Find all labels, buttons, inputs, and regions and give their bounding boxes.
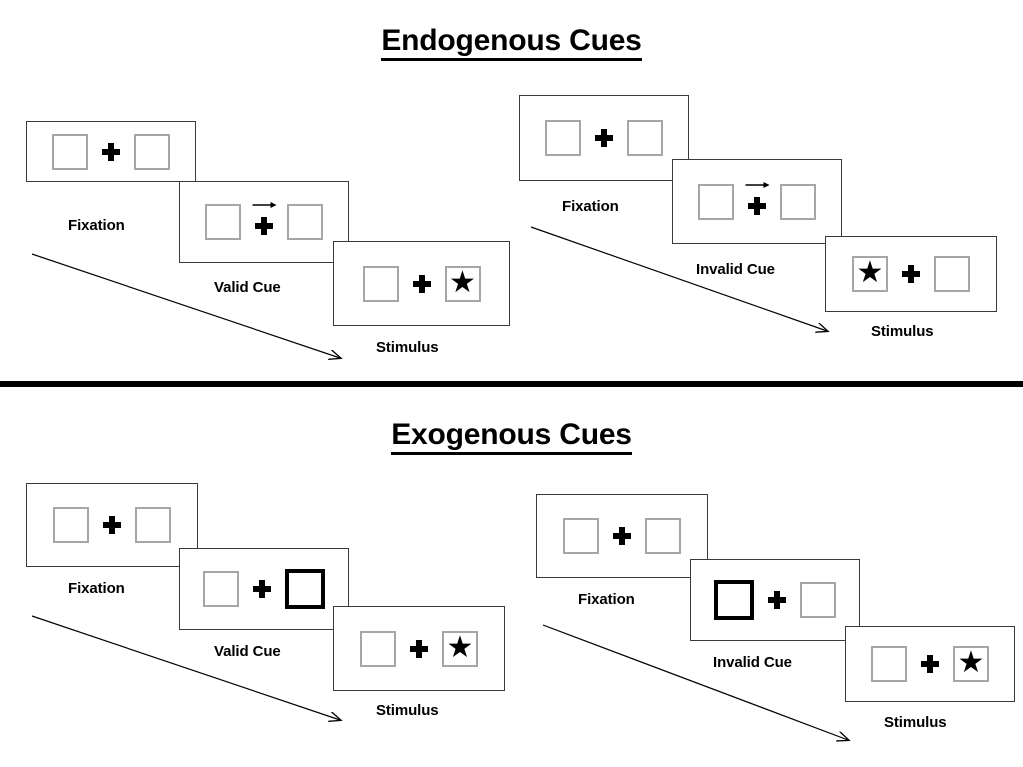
stimulus-box-right xyxy=(934,256,970,292)
frame-exogenous-invalid-stimulus[interactable]: ★ xyxy=(845,626,1015,702)
frame-endogenous-invalid-fixation[interactable] xyxy=(519,95,689,181)
frame-endogenous-invalid-cue[interactable] xyxy=(672,159,842,244)
frame-endogenous-invalid-stimulus[interactable]: ★ xyxy=(825,236,997,312)
fixation-cross-area xyxy=(89,503,135,547)
stimulus-box-left-cued xyxy=(714,580,754,620)
caption-endogenous-valid-fixation: Fixation xyxy=(68,217,125,234)
caption-endogenous-invalid-fixation: Fixation xyxy=(562,198,619,215)
section-title-endogenous: Endogenous Cues xyxy=(0,24,1023,61)
caption-endogenous-valid-stimulus: Stimulus xyxy=(376,339,439,356)
arrow-cue-right-icon xyxy=(745,181,771,191)
stimulus-box-left xyxy=(52,133,88,170)
fixation-cross-icon xyxy=(748,196,766,215)
fixation-cross-area xyxy=(396,627,442,671)
section-title-endogenous-text: Endogenous Cues xyxy=(381,24,642,61)
stimulus-box-left xyxy=(360,630,396,667)
stimulus-box-right-cued xyxy=(285,569,325,609)
stimulus-box-right: ★ xyxy=(444,265,481,302)
fixation-cross-icon xyxy=(595,129,613,147)
star-icon: ★ xyxy=(856,256,884,289)
stimulus-box-right xyxy=(780,183,816,220)
fixation-cross-icon xyxy=(255,217,273,235)
stimulus-box-left: ★ xyxy=(852,256,888,292)
star-icon: ★ xyxy=(449,265,476,299)
fixation-cross-icon xyxy=(410,639,428,658)
stimulus-box-right xyxy=(645,518,681,554)
fixation-cross-area xyxy=(239,567,285,611)
fixation-cross-icon xyxy=(902,265,920,283)
fixation-cross-area xyxy=(88,130,134,174)
stimulus-box-right xyxy=(134,133,170,170)
fixation-cross-icon xyxy=(412,274,431,293)
stimulus-box-left xyxy=(698,183,734,220)
stimulus-box-left xyxy=(362,265,399,302)
stimulus-box-right: ★ xyxy=(442,630,478,667)
stimulus-box-left xyxy=(563,518,599,554)
frame-exogenous-invalid-cue[interactable] xyxy=(690,559,860,641)
star-icon: ★ xyxy=(446,630,474,664)
star-icon: ★ xyxy=(957,646,985,679)
fixation-cross-area xyxy=(599,514,645,558)
stimulus-box-left xyxy=(53,507,89,543)
frame-exogenous-valid-fixation[interactable] xyxy=(26,483,198,567)
stimulus-box-left xyxy=(545,120,581,156)
stimulus-box-right xyxy=(287,204,323,240)
frame-endogenous-valid-fixation[interactable] xyxy=(26,121,196,182)
fixation-cross-icon xyxy=(103,516,121,534)
frame-endogenous-valid-stimulus[interactable]: ★ xyxy=(333,241,510,326)
fixation-cross-area xyxy=(581,116,627,160)
fixation-cross-icon xyxy=(102,142,120,161)
fixation-cross-area xyxy=(888,252,934,296)
caption-endogenous-invalid-stimulus: Stimulus xyxy=(871,323,934,340)
stimulus-box-left xyxy=(871,646,907,682)
arrow-cue-right-icon xyxy=(252,201,278,211)
stimulus-box-right xyxy=(800,582,836,618)
stimulus-box-left xyxy=(205,204,241,240)
fixation-cross-icon xyxy=(921,655,939,673)
fixation-cross-area xyxy=(907,642,953,686)
caption-exogenous-invalid-stimulus: Stimulus xyxy=(884,714,947,731)
stimulus-box-right xyxy=(627,120,663,156)
caption-exogenous-invalid-cue: Invalid Cue xyxy=(713,654,792,671)
fixation-cross-area xyxy=(754,578,800,622)
frame-exogenous-valid-cue[interactable] xyxy=(179,548,349,630)
caption-exogenous-valid-stimulus: Stimulus xyxy=(376,702,439,719)
frame-exogenous-invalid-fixation[interactable] xyxy=(536,494,708,578)
caption-endogenous-valid-cue: Valid Cue xyxy=(214,279,281,296)
stimulus-box-right xyxy=(135,507,171,543)
caption-exogenous-valid-fixation: Fixation xyxy=(68,580,125,597)
stimulus-box-right: ★ xyxy=(953,646,989,682)
fixation-cross-area xyxy=(241,200,287,244)
section-title-exogenous: Exogenous Cues xyxy=(0,418,1023,455)
fixation-cross-icon xyxy=(613,527,631,545)
frame-endogenous-valid-cue[interactable] xyxy=(179,181,349,263)
fixation-cross-area xyxy=(734,180,780,224)
caption-exogenous-valid-cue: Valid Cue xyxy=(214,643,281,660)
stimulus-box-left xyxy=(203,571,239,607)
frame-exogenous-valid-stimulus[interactable]: ★ xyxy=(333,606,505,691)
caption-endogenous-invalid-cue: Invalid Cue xyxy=(696,261,775,278)
caption-exogenous-invalid-fixation: Fixation xyxy=(578,591,635,608)
fixation-cross-area xyxy=(399,262,445,306)
fixation-cross-icon xyxy=(253,580,271,598)
fixation-cross-icon xyxy=(768,591,786,609)
section-title-exogenous-text: Exogenous Cues xyxy=(391,418,632,455)
section-divider xyxy=(0,381,1023,387)
